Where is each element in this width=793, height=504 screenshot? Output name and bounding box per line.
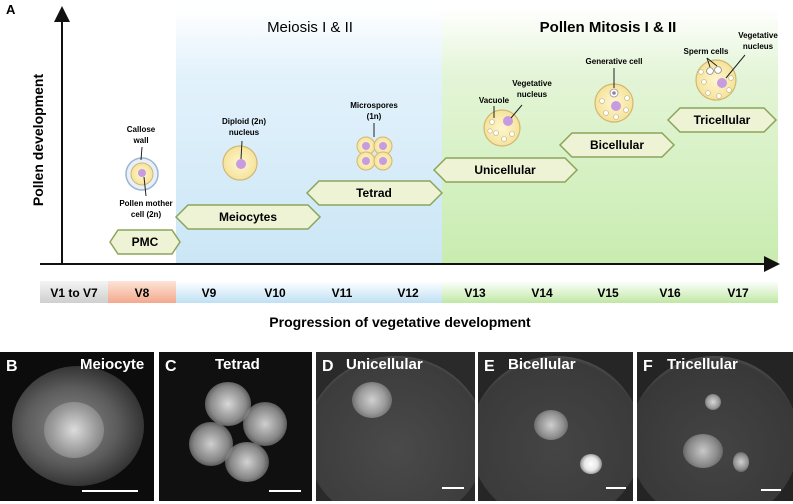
generative-cell-label: Generative cell: [586, 57, 643, 66]
panel-title-meiocyte: Meiocyte: [80, 356, 145, 373]
tricellular-pollen-outline: [637, 356, 793, 501]
step-hexagon-bicellular: [558, 132, 676, 158]
veg-nucleus-label-1-line1: Vegetative: [512, 79, 552, 88]
stage-label-v15: V15: [597, 286, 619, 300]
stage-box-v12: [375, 281, 442, 303]
stage-label-v17: V17: [727, 286, 749, 300]
stage-label-v1-v7: V1 to V7: [50, 286, 98, 300]
stage-box-v11: [309, 281, 375, 303]
stage-box-v9: [176, 281, 242, 303]
callose-wall-label-line1: Callose: [127, 125, 156, 134]
y-axis-label: Pollen development: [30, 74, 46, 207]
stage-label-v13: V13: [464, 286, 486, 300]
meiocyte-nucleus-glow: [44, 402, 104, 458]
microspores-label-line2: (1n): [367, 112, 382, 121]
stage-box-v15: [575, 281, 642, 303]
microspores-label-line1: Microspores: [350, 101, 398, 110]
step-hexagon-unicellular: [432, 157, 579, 183]
scale-bar: [82, 490, 138, 492]
micrograph-panel-meiocyte: B Meiocyte: [0, 352, 154, 501]
stage-label-v9: V9: [202, 286, 217, 300]
scale-bar: [442, 487, 464, 489]
panel-a-letter: A: [6, 2, 16, 17]
callose-wall-label-line2: wall: [132, 136, 148, 145]
veg-nucleus-label-1-line2: nucleus: [517, 90, 548, 99]
x-axis-label: Progression of vegetative development: [269, 314, 531, 330]
bicellular-cell-illustration: [594, 68, 634, 123]
stage-box-v14: [509, 281, 575, 303]
stage-box-v17: [698, 281, 778, 303]
panel-letter-d: D: [322, 358, 334, 375]
micrograph-panel-unicellular: D Unicellular: [316, 352, 475, 501]
panel-letter-b: B: [6, 358, 18, 375]
tricellular-cell-illustration: [695, 54, 746, 101]
stage-box-v8: [108, 281, 176, 303]
tetrad-microspore-glow: [225, 442, 269, 482]
bicellular-generative-cell-glow: [580, 454, 602, 474]
panel-letter-f: F: [643, 358, 653, 375]
sperm-cells-label: Sperm cells: [684, 47, 729, 56]
panel-title-unicellular: Unicellular: [346, 356, 423, 373]
unicellular-cell-illustration: [483, 104, 523, 147]
step-label-tricellular: Tricellular: [694, 113, 751, 127]
step-hexagon-pmc: [109, 229, 181, 255]
scale-bar: [269, 490, 301, 492]
pmc-label-line2: cell (2n): [131, 210, 162, 219]
stage-strip: V1 to V7 V8 V9 V10 V11 V12 V13 V14 V15 V…: [40, 281, 778, 303]
panel-letter-e: E: [484, 358, 495, 375]
tricellular-vegetative-nucleus-glow: [683, 434, 723, 468]
panel-title-tricellular: Tricellular: [667, 356, 738, 373]
tetrad-cell-illustration: [356, 123, 393, 171]
panel-title-tetrad: Tetrad: [215, 356, 260, 373]
step-hexagon-tetrad: [305, 180, 444, 206]
micrograph-panel-tetrad: C Tetrad: [159, 352, 312, 501]
stage-label-v16: V16: [659, 286, 681, 300]
scale-bar: [761, 489, 781, 491]
phase-title-meiosis: Meiosis I & II: [267, 19, 353, 36]
unicellular-pollen-outline: [316, 356, 475, 501]
pmc-cell-illustration: [125, 146, 159, 197]
veg-nucleus-label-2-line2: nucleus: [743, 42, 774, 51]
step-hexagon-meiocytes: [174, 204, 322, 230]
micrograph-panel-tricellular: F Tricellular: [637, 352, 793, 501]
tricellular-sperm-cell-glow: [733, 452, 749, 472]
diploid-label-line1: Diploid (2n): [222, 117, 266, 126]
step-label-pmc: PMC: [132, 235, 159, 249]
tricellular-sperm-cell-glow: [705, 394, 721, 410]
panel-letter-c: C: [165, 358, 177, 375]
vacuole-label: Vacuole: [479, 96, 510, 105]
step-label-bicellular: Bicellular: [590, 138, 644, 152]
step-label-tetrad: Tetrad: [356, 186, 392, 200]
stage-box-v1-v7: [40, 281, 108, 303]
bicellular-vegetative-nucleus-glow: [534, 410, 568, 440]
scale-bar: [606, 487, 626, 489]
step-hexagon-tricellular: [666, 107, 778, 133]
pollen-development-diagram: A Meiosis I & II Pollen Mitosis I & II P…: [6, 2, 780, 330]
phase-title-mitosis: Pollen Mitosis I & II: [540, 19, 677, 36]
tetrad-microspore-glow: [243, 402, 287, 446]
stage-label-v10: V10: [264, 286, 286, 300]
stage-box-v13: [442, 281, 509, 303]
panel-title-bicellular: Bicellular: [508, 356, 576, 373]
meiocyte-cell-illustration: [222, 140, 258, 181]
step-label-unicellular: Unicellular: [474, 163, 536, 177]
step-hexagons: PMC Meiocytes Tetrad Unicellular Bicellu…: [109, 107, 778, 255]
veg-nucleus-label-2-line1: Vegetative: [738, 31, 778, 40]
diploid-label-line2: nucleus: [229, 128, 260, 137]
stage-box-v16: [642, 281, 698, 303]
stage-label-v8: V8: [135, 286, 150, 300]
stage-box-v10: [242, 281, 309, 303]
stage-label-v14: V14: [531, 286, 553, 300]
unicellular-nucleus-glow: [352, 382, 392, 418]
stage-label-v12: V12: [397, 286, 419, 300]
micrograph-panel-bicellular: E Bicellular: [478, 352, 633, 501]
pmc-label-line1: Pollen mother: [119, 199, 172, 208]
step-label-meiocytes: Meiocytes: [219, 210, 277, 224]
stage-label-v11: V11: [332, 286, 353, 300]
